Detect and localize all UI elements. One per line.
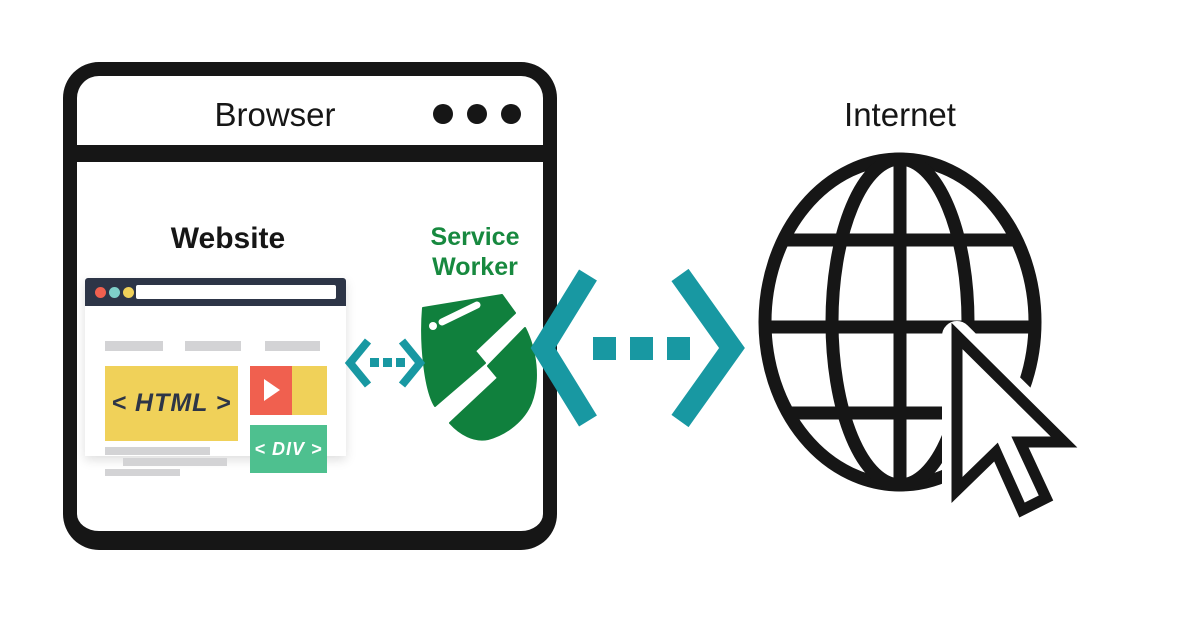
bidirectional-sync-arrow-icon [344,338,426,388]
mockup-media-box [250,366,327,415]
internet-label: Internet [844,96,956,133]
mockup-text-line [123,458,227,466]
mockup-html-box: < HTML > [105,366,238,441]
window-dot-icon [467,104,487,124]
mockup-page-body: < HTML > < DIV > [85,306,346,476]
service-worker-label-line1: Service [430,223,520,251]
mockup-titlebar [85,278,346,306]
mockup-div-box: < DIV > [250,425,327,473]
window-dot-icon [433,104,453,124]
mockup-text-line [105,447,210,455]
service-worker-label-line2: Worker [432,253,518,281]
mockup-nav-bar [265,341,320,351]
mockup-yellow-dot-icon [123,287,134,298]
window-dot-icon [501,104,521,124]
mockup-teal-dot-icon [109,287,120,298]
mouse-cursor-icon [942,321,1079,525]
bidirectional-sync-arrow-icon [530,268,745,428]
window-controls-icon [433,104,521,124]
globe-icon [758,152,1079,525]
browser-titlebar-divider [70,145,550,162]
mockup-url-bar [136,285,336,299]
mockup-nav-bar [185,341,241,351]
mockup-text-line [105,469,180,476]
mockup-red-dot-icon [95,287,106,298]
service-worker-shield-icon [421,294,537,441]
browser-window-title: Browser [214,96,336,133]
website-mockup: < HTML > < DIV > [85,278,346,476]
service-worker-label: Service Worker [415,222,535,282]
website-label: Website [170,222,286,255]
mockup-nav-bar [105,341,163,351]
play-icon [264,379,280,401]
